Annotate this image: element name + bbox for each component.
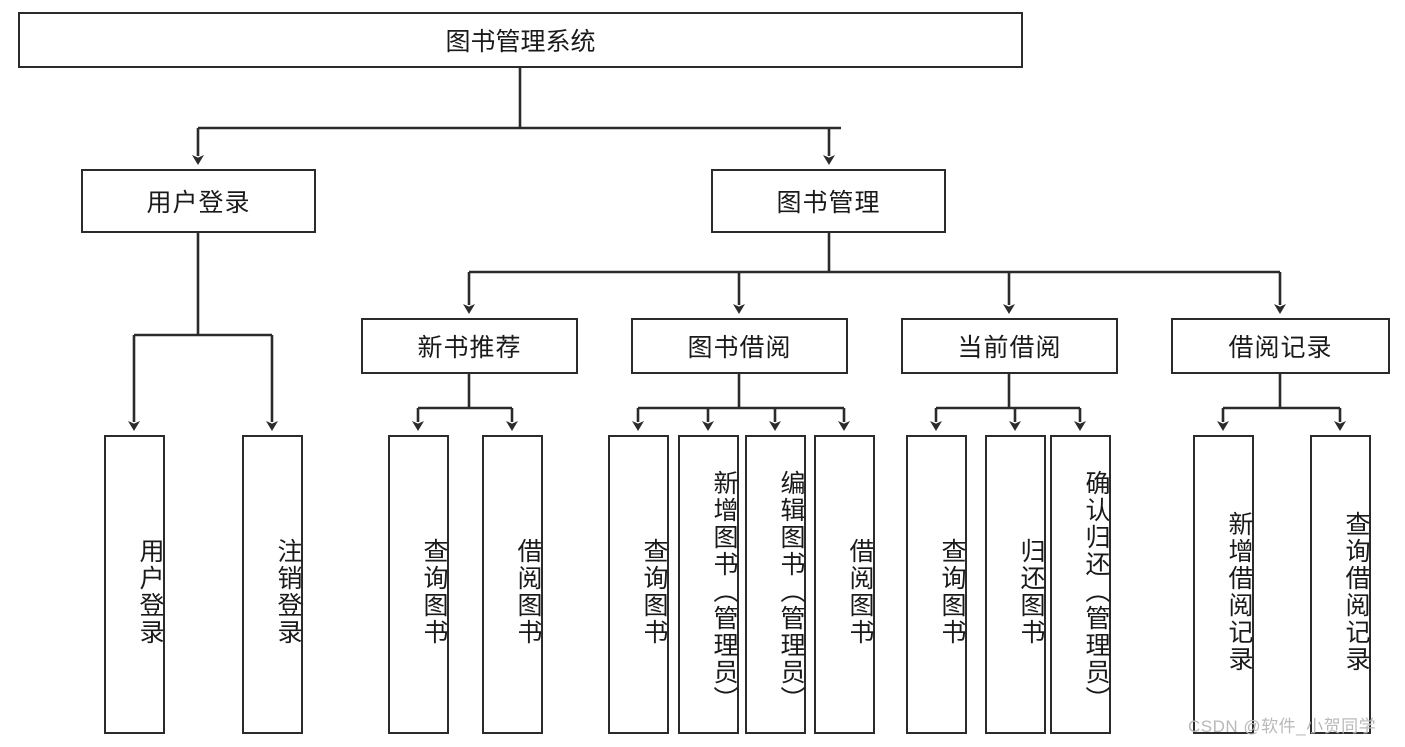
leaf-logout-login[interactable]: 注销登录 (242, 435, 303, 734)
leaf-user-login[interactable]: 用户登录 (104, 435, 165, 734)
node-label: 确认归还（管理员） (1082, 470, 1110, 713)
node-label: 查询图书 (938, 537, 966, 646)
node-root-book-management-system[interactable]: 图书管理系统 (18, 12, 1023, 68)
node-label: 新增图书（管理员） (710, 470, 738, 713)
leaf-borrow-book-recommend[interactable]: 借阅图书 (482, 435, 543, 734)
node-label: 借阅图书 (846, 537, 874, 646)
leaf-borrow-book[interactable]: 借阅图书 (814, 435, 875, 734)
leaf-query-borrow-record[interactable]: 查询借阅记录 (1310, 435, 1371, 734)
node-label: 查询借阅记录 (1342, 510, 1370, 673)
node-new-book-recommend[interactable]: 新书推荐 (361, 318, 578, 374)
node-book-management[interactable]: 图书管理 (711, 169, 946, 233)
node-label: 编辑图书（管理员） (777, 470, 805, 713)
leaf-add-borrow-record[interactable]: 新增借阅记录 (1193, 435, 1254, 734)
node-user-login[interactable]: 用户登录 (81, 169, 316, 233)
node-label: 新书推荐 (417, 334, 522, 362)
node-current-borrow[interactable]: 当前借阅 (901, 318, 1118, 374)
watermark-csdn: CSDN @软件_小贺同学 (1188, 717, 1377, 736)
leaf-return-book[interactable]: 归还图书 (985, 435, 1046, 734)
leaf-edit-book-admin[interactable]: 编辑图书（管理员） (745, 435, 806, 734)
node-label: 图书借阅 (687, 334, 792, 362)
node-label: 查询图书 (420, 537, 448, 646)
node-label: 用户登录 (136, 537, 164, 646)
node-label: 用户登录 (146, 189, 251, 217)
leaf-query-book-current[interactable]: 查询图书 (906, 435, 967, 734)
leaf-query-book-borrow[interactable]: 查询图书 (608, 435, 669, 734)
node-borrow-record[interactable]: 借阅记录 (1171, 318, 1390, 374)
node-label: 借阅图书 (514, 537, 542, 646)
node-label: 借阅记录 (1228, 334, 1333, 362)
node-label: 注销登录 (274, 537, 302, 646)
node-label: 归还图书 (1017, 537, 1045, 646)
node-label: 新增借阅记录 (1225, 510, 1253, 673)
node-label: 图书管理 (776, 189, 881, 217)
node-book-borrow[interactable]: 图书借阅 (631, 318, 848, 374)
node-label: 当前借阅 (957, 334, 1062, 362)
leaf-confirm-return-admin[interactable]: 确认归还（管理员） (1050, 435, 1111, 734)
leaf-query-book-recommend[interactable]: 查询图书 (388, 435, 449, 734)
node-label: 图书管理系统 (445, 28, 596, 56)
leaf-add-book-admin[interactable]: 新增图书（管理员） (678, 435, 739, 734)
node-label: 查询图书 (640, 537, 668, 646)
